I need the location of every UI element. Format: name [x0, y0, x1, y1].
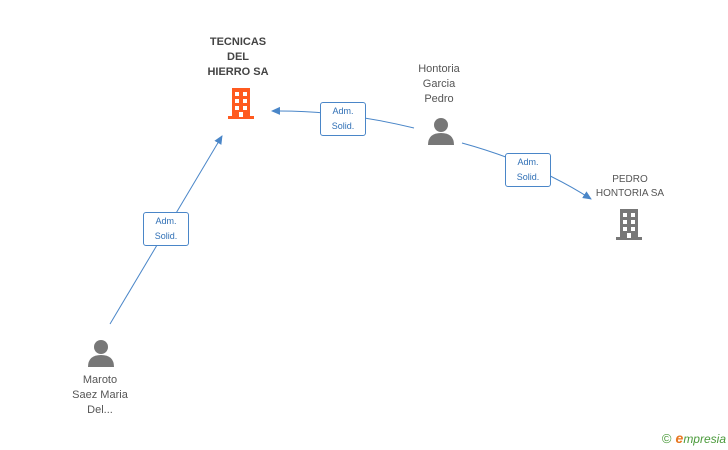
- company-tecnicas-line-3: HIERRO SA: [207, 66, 269, 78]
- person-hontoria-line-2: Garcia: [422, 78, 456, 90]
- person-hontoria-label[interactable]: Hontoria Garcia Pedro: [395, 62, 483, 107]
- company-pedro-label[interactable]: PEDRO HONTORIA SA: [582, 173, 678, 201]
- company-tecnicas-line-2: DEL: [227, 51, 249, 63]
- edge-label-hontoria-pedro[interactable]: Adm. Solid.: [505, 153, 551, 187]
- person-maroto-line-3: Del...: [87, 404, 113, 416]
- edge-label-type: Solid.: [154, 231, 178, 241]
- person-hontoria-line-3: Pedro: [424, 93, 454, 105]
- edge-label-role: Adm.: [517, 157, 539, 167]
- person-hontoria-line-1: Hontoria: [418, 63, 460, 75]
- company-pedro-line-1: PEDRO: [612, 174, 648, 185]
- company-pedro-line-2: HONTORIA SA: [595, 188, 665, 199]
- person-maroto-label[interactable]: Maroto Saez Maria Del...: [54, 373, 146, 418]
- company-tecnicas-label[interactable]: TECNICAS DEL HIERRO SA: [190, 35, 286, 80]
- edge-label-role: Adm.: [155, 216, 177, 226]
- person-maroto-line-1: Maroto: [82, 374, 118, 386]
- edge-label-role: Adm.: [332, 106, 354, 116]
- edge-label-type: Solid.: [331, 121, 355, 131]
- empresia-logo-text: mpresia: [683, 432, 726, 446]
- edge-label-maroto-tecnicas[interactable]: Adm. Solid.: [143, 212, 189, 246]
- edge-label-hontoria-tecnicas[interactable]: Adm. Solid.: [320, 102, 366, 136]
- person-icon[interactable]: [86, 338, 116, 368]
- person-maroto-line-2: Saez Maria: [72, 389, 128, 401]
- building-icon[interactable]: [225, 86, 259, 120]
- company-tecnicas-line-1: TECNICAS: [209, 36, 267, 48]
- person-icon[interactable]: [426, 116, 456, 146]
- copyright-symbol: ©: [661, 431, 672, 446]
- edge-label-type: Solid.: [516, 172, 540, 182]
- building-icon[interactable]: [613, 207, 647, 241]
- empresia-brand[interactable]: ©empresia: [662, 430, 726, 446]
- empresia-logo-initial: e: [675, 430, 684, 446]
